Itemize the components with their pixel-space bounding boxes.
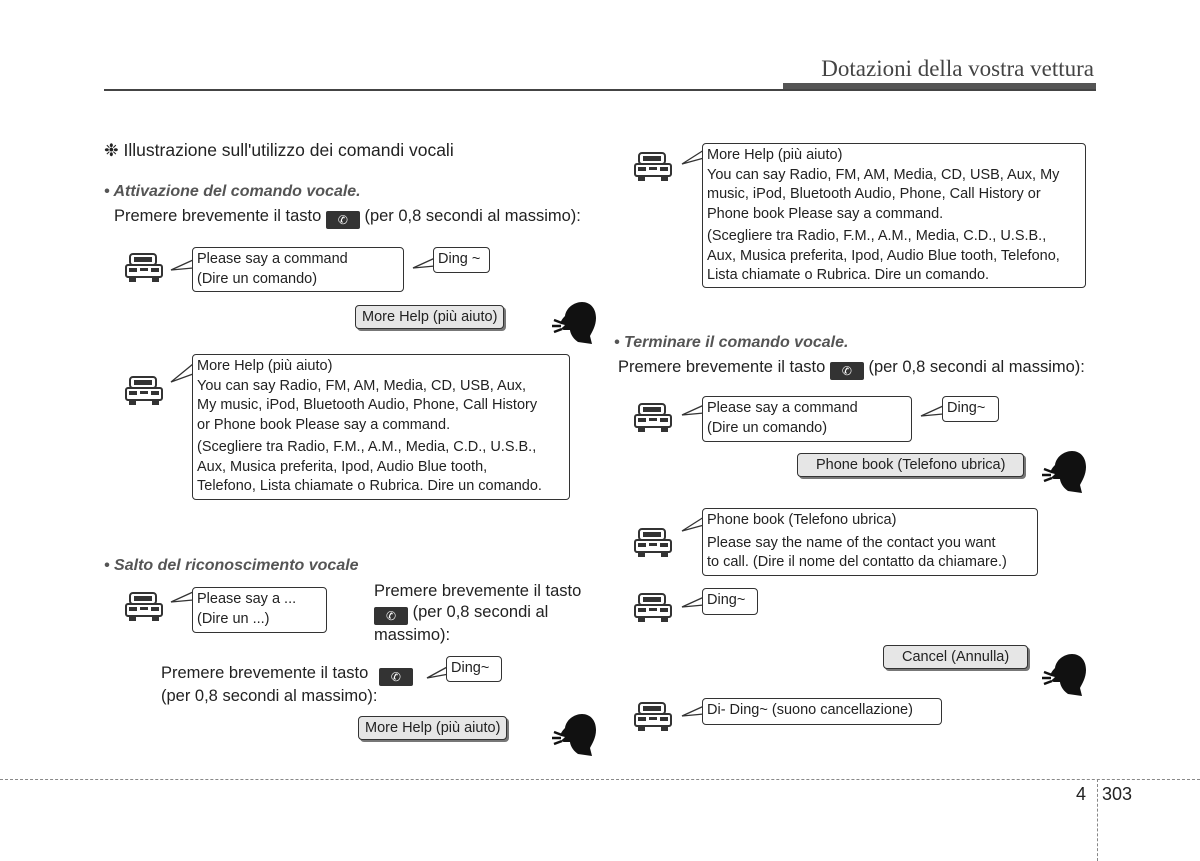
bubble-pointer <box>681 516 705 532</box>
skip-instruction-line: Premere brevemente il tasto <box>374 582 582 600</box>
end-instruction: Premere brevemente il tasto ✆ (per 0,8 s… <box>618 358 1085 380</box>
ding-bubble: Ding~ <box>942 396 999 422</box>
bubble-pointer <box>170 259 194 271</box>
activate-instruction-pre: Premere brevemente il tasto <box>114 207 322 225</box>
skip-instruction-line: Premere brevemente il tasto ✆ <box>161 663 413 686</box>
header-rule-thick <box>783 83 1096 91</box>
skip-instruction-line: (per 0,8 secondi al massimo): <box>161 687 378 705</box>
bubble-line: You can say Radio, FM, AM, Media, CD, US… <box>707 166 1060 183</box>
car-bubble-please-say: Please say a ... (Dire un ...) <box>192 587 327 633</box>
bubble-line: Aux, Musica preferita, Ipod, Audio Blue … <box>197 458 488 475</box>
bubble-line: (Dire un ...) <box>197 610 270 627</box>
bubble-line: Phone book (Telefono ubrica) <box>707 512 897 528</box>
bubble-line: More Help (più aiuto) <box>707 147 843 163</box>
speaker-bubble-more-help: More Help (più aiuto) <box>355 305 505 329</box>
footer-vertical-divider <box>1097 779 1098 861</box>
voice-key-icon: ✆ <box>378 668 413 686</box>
car-icon <box>634 152 672 182</box>
car-icon <box>125 592 163 622</box>
speaker-bubble-cancel: Cancel (Annulla) <box>883 645 1029 669</box>
bubble-line: Please say a ... <box>197 591 297 607</box>
bubble-line: (Dire un comando) <box>197 270 318 287</box>
skip-instruction-text: Premere brevemente il tasto <box>161 664 369 682</box>
skip-instruction-a: Premere brevemente il tasto ✆ (per 0,8 s… <box>374 581 581 646</box>
bubble-line: Lista chiamate o Rubrica. Dire un comand… <box>707 267 990 283</box>
activate-instruction-post: (per 0,8 secondi al massimo): <box>364 207 581 225</box>
car-icon <box>125 376 163 406</box>
car-bubble-cancel-ding: Di- Ding~ (suono cancellazione) <box>702 698 942 725</box>
car-bubble-please-say-command: Please say a command (Dire un comando) <box>702 396 912 442</box>
bubble-line: Please say a command <box>707 400 858 416</box>
ding-bubble: Ding~ <box>702 588 758 615</box>
bubble-line: Telefono, Lista chiamate o Rubrica. Dire… <box>197 478 542 494</box>
page-number-value: 303 <box>1102 784 1133 804</box>
intro-heading: ❉ Illustrazione sull'utilizzo dei comand… <box>104 140 454 161</box>
bubble-line: music, iPod, Bluetooth Audio, Phone, Cal… <box>707 186 1041 202</box>
bubble-pointer <box>681 404 705 416</box>
bubble-line: (Scegliere tra Radio, F.M., A.M., Media,… <box>197 439 537 455</box>
ding-bubble: Ding~ <box>446 656 502 682</box>
skip-instruction-b: Premere brevemente il tasto ✆ (per 0,8 s… <box>161 663 413 707</box>
bubble-line: My music, iPod, Bluetooth Audio, Phone, … <box>197 397 538 413</box>
speaker-bubble-phone-book: Phone book (Telefono ubrica) <box>797 453 1025 477</box>
bubble-pointer <box>170 591 194 603</box>
end-instruction-post: (per 0,8 secondi al massimo): <box>868 358 1085 376</box>
section-title-skip: • Salto del riconoscimento vocale <box>104 557 359 574</box>
speaking-head-icon <box>1040 449 1088 495</box>
voice-key-icon: ✆ <box>829 362 864 380</box>
bubble-line: (Scegliere tra Radio, F.M., A.M., Media,… <box>707 228 1047 244</box>
bubble-line: (Dire un comando) <box>707 419 828 436</box>
car-icon <box>634 528 672 558</box>
chapter-number: 4 <box>1076 784 1087 804</box>
skip-instruction-line: massimo): <box>374 626 451 644</box>
section-title-activate: • Attivazione del comando vocale. <box>104 183 361 200</box>
asterisk-symbol: ❉ <box>104 140 119 160</box>
skip-instruction-line: ✆ (per 0,8 secondi al <box>374 602 581 625</box>
speaking-head-icon <box>1040 652 1088 698</box>
bubble-pointer <box>412 257 436 269</box>
footer-divider <box>0 779 1200 780</box>
section-title-end: • Terminare il comando vocale. <box>614 334 849 351</box>
car-bubble-more-help: More Help (più aiuto) You can say Radio,… <box>192 354 570 500</box>
bubble-line: More Help (più aiuto) <box>197 358 333 374</box>
bubble-pointer <box>426 665 450 679</box>
car-icon <box>634 403 672 433</box>
speaking-head-icon <box>550 300 598 346</box>
bubble-line: Phone book Please say a command. <box>707 205 944 222</box>
voice-key-icon: ✆ <box>374 607 408 625</box>
bubble-pointer <box>920 405 944 417</box>
bubble-line: or Phone book Please say a command. <box>197 416 451 433</box>
voice-key-icon: ✆ <box>325 211 360 229</box>
ding-bubble: Ding ~ <box>433 247 490 273</box>
intro-heading-text: Illustrazione sull'utilizzo dei comandi … <box>123 140 454 160</box>
header-rule <box>104 89 1096 91</box>
car-bubble-phone-book: Phone book (Telefono ubrica) Please say … <box>702 508 1038 576</box>
speaking-head-icon <box>550 712 598 758</box>
bubble-pointer <box>681 705 705 717</box>
bubble-line: You can say Radio, FM, AM, Media, CD, US… <box>197 377 527 394</box>
bubble-line: Please say a command <box>197 251 348 267</box>
page-title: Dotazioni della vostra vettura <box>821 56 1094 81</box>
car-bubble-please-say-command: Please say a command (Dire un comando) <box>192 247 404 292</box>
skip-instruction-text: (per 0,8 secondi al <box>412 603 549 621</box>
car-icon <box>634 593 672 623</box>
bubble-pointer <box>681 596 705 608</box>
bubble-pointer <box>170 363 194 383</box>
car-icon <box>634 702 672 732</box>
car-icon <box>125 253 163 283</box>
bubble-pointer <box>681 149 705 165</box>
activate-instruction: Premere brevemente il tasto ✆ (per 0,8 s… <box>114 207 581 229</box>
end-instruction-pre: Premere brevemente il tasto <box>618 358 826 376</box>
page-number: 4 303 <box>1076 784 1132 805</box>
bubble-line: Please say the name of the contact you w… <box>707 534 996 551</box>
speaker-bubble-more-help: More Help (più aiuto) <box>358 716 508 740</box>
bubble-line: to call. (Dire il nome del contatto da c… <box>707 554 1007 570</box>
car-bubble-more-help: More Help (più aiuto) You can say Radio,… <box>702 143 1086 288</box>
bubble-line: Aux, Musica preferita, Ipod, Audio Blue … <box>707 247 1060 264</box>
